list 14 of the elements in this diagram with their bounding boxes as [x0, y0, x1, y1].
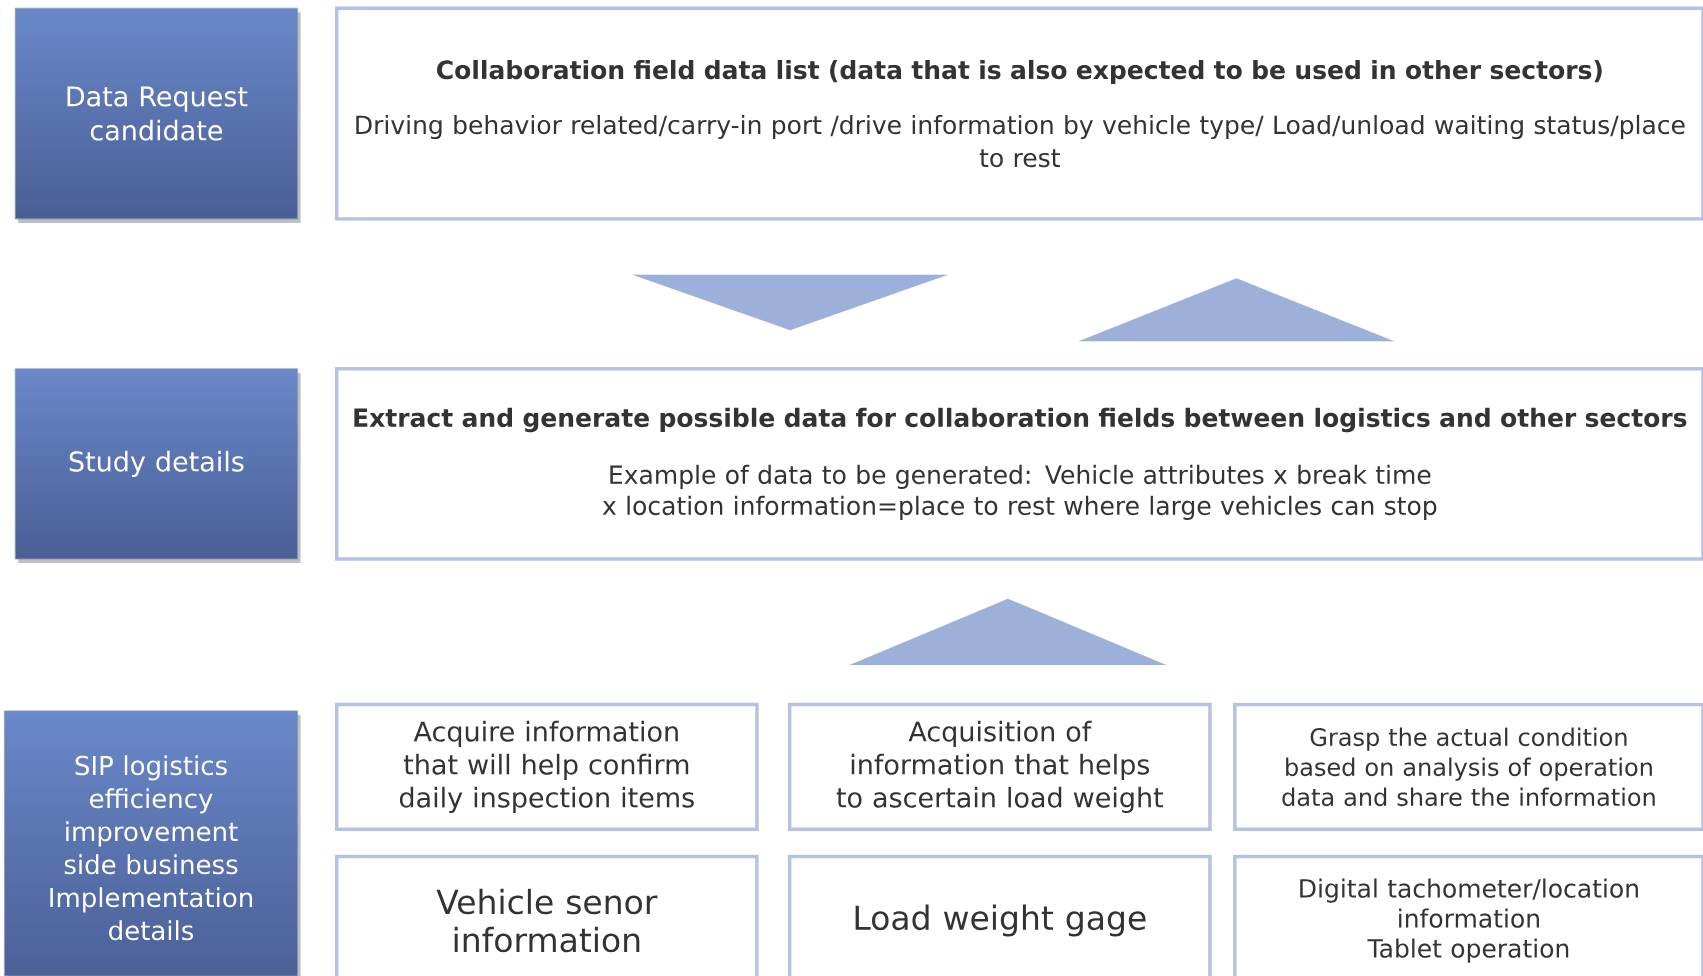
content-box: Collaboration field data list (data that is also expected to be used in other sectors) Driving behavior related/carry-in port /drive information by vehicle type/ Load/unload waiting status/place to rest: [334, 6, 1703, 221]
category-box: Study details: [14, 368, 298, 560]
triangle-arrow: [1078, 278, 1395, 342]
item-box: Acquire information that will help confirm daily inspection items: [334, 702, 759, 832]
triangle-arrow: [849, 598, 1167, 665]
triangle-arrow: [632, 274, 948, 331]
item-box: Load weight gage: [787, 854, 1212, 976]
item-box: Acquisition of information that helps to ascertain load weight: [787, 702, 1212, 832]
item-box: Vehicle senor information: [334, 854, 759, 976]
item-box: Digital tachometer/location information Tablet operation: [1233, 854, 1703, 976]
content-box: Extract and generate possible data for collaboration fields between logistics and other sectors Example of data to be generated: Vehicle attributes x break time x location information=place to rest where large vehicles can stop: [334, 367, 1703, 561]
category-box: SIP logistics efficiency improvement side business Implementation details: [4, 710, 298, 976]
item-box: Grasp the actual condition based on analysis of operation data and share the information: [1233, 702, 1703, 832]
category-box: Data Request candidate: [14, 7, 298, 220]
